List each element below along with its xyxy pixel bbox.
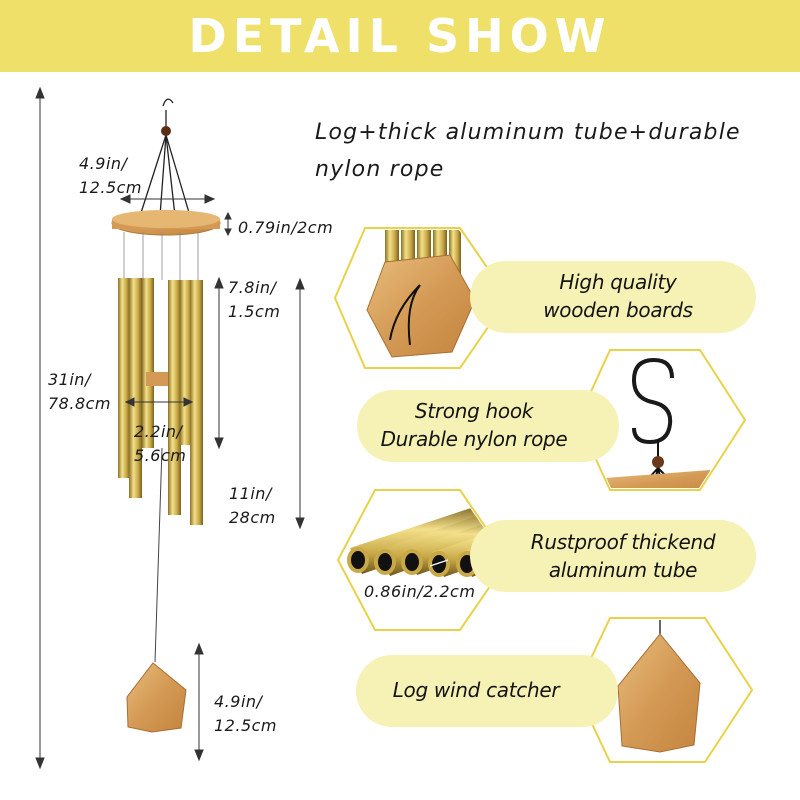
feature-text-wind-catcher: Log wind catcher: [392, 678, 560, 702]
board-width-label-line1: 4.9in/: [79, 154, 128, 173]
board-thickness-label: 0.79in/2cm: [238, 218, 334, 237]
short-tube-label-line2: 1.5cm: [228, 302, 281, 321]
total-length-dimension-line: [35, 86, 45, 770]
feature-wooden-boards-line2: wooden boards: [543, 298, 693, 322]
feature-text-hook: Strong hook Durable nylon rope: [360, 397, 588, 453]
long-tube-label-line1: 11in/: [229, 484, 272, 503]
tube-spacing-label-line2: 5.6cm: [134, 446, 187, 465]
board-width-dimension-line: [119, 194, 216, 204]
hook-photo: [576, 349, 747, 491]
tube-spacing-label-line1: 2.2in/: [134, 422, 183, 441]
tube-spacing-dimension-line: [124, 397, 194, 407]
title-banner: DETAIL SHOW: [0, 0, 800, 72]
wind-catcher: [126, 662, 187, 733]
feature-pill-wind-catcher: [356, 655, 618, 727]
tube-diameter-label: 0.86in/2.2cm: [364, 582, 476, 601]
catcher-size-label-line2: 12.5cm: [214, 716, 278, 735]
long-tube-label: 11in/ 28cm: [229, 482, 276, 530]
tube-spacing-label: 2.2in/ 5.6cm: [134, 420, 186, 468]
total-length-label: 31in/ 78.8cm: [48, 368, 111, 416]
wooden-board-photo: [333, 227, 510, 369]
catcher-dimension-line: [194, 642, 204, 762]
feature-hook-line1: Strong hook: [414, 399, 534, 423]
feature-hook-line2: Durable nylon rope: [380, 427, 568, 451]
hook-and-ropes: [139, 98, 191, 217]
total-length-label-line2: 78.8cm: [48, 394, 112, 413]
total-length-label-line1: 31in/: [48, 370, 91, 389]
feature-wooden-boards-line1: High quality: [559, 270, 677, 294]
feature-text-wooden-boards: High quality wooden boards: [505, 268, 731, 324]
board-width-label-line2: 12.5cm: [79, 178, 143, 197]
feature-pill-wooden-boards: [470, 261, 756, 333]
short-tube-dimension-line: [214, 276, 224, 450]
board-thickness-dimension-line: [224, 211, 232, 237]
feature-tube-line2: aluminum tube: [548, 558, 698, 582]
wind-catcher-photo: [574, 617, 754, 763]
feature-pill-hook: [357, 390, 619, 462]
banner-title: DETAIL SHOW: [188, 9, 612, 63]
striker: [146, 372, 168, 386]
short-tube-label: 7.8in/ 1.5cm: [228, 276, 280, 324]
feature-text-tube: Rustproof thickend aluminum tube: [506, 528, 740, 584]
long-tube-dimension-line: [295, 277, 305, 530]
wooden-bead-icon: [161, 126, 171, 136]
catcher-size-label-line1: 4.9in/: [214, 692, 263, 711]
long-tube-label-line2: 28cm: [229, 508, 276, 527]
board-width-label: 4.9in/ 12.5cm: [79, 152, 142, 200]
feature-pill-tube: [470, 520, 756, 592]
headline-line2: nylon rope: [315, 157, 445, 182]
headline: Log+thick aluminum tube+durable nylon ro…: [315, 114, 741, 188]
feature-tube-line1: Rustproof thickend: [530, 530, 716, 554]
headline-line1: Log+thick aluminum tube+durable: [315, 120, 741, 145]
catcher-size-label: 4.9in/ 12.5cm: [214, 690, 277, 738]
short-tube-label-line1: 7.8in/: [228, 278, 277, 297]
